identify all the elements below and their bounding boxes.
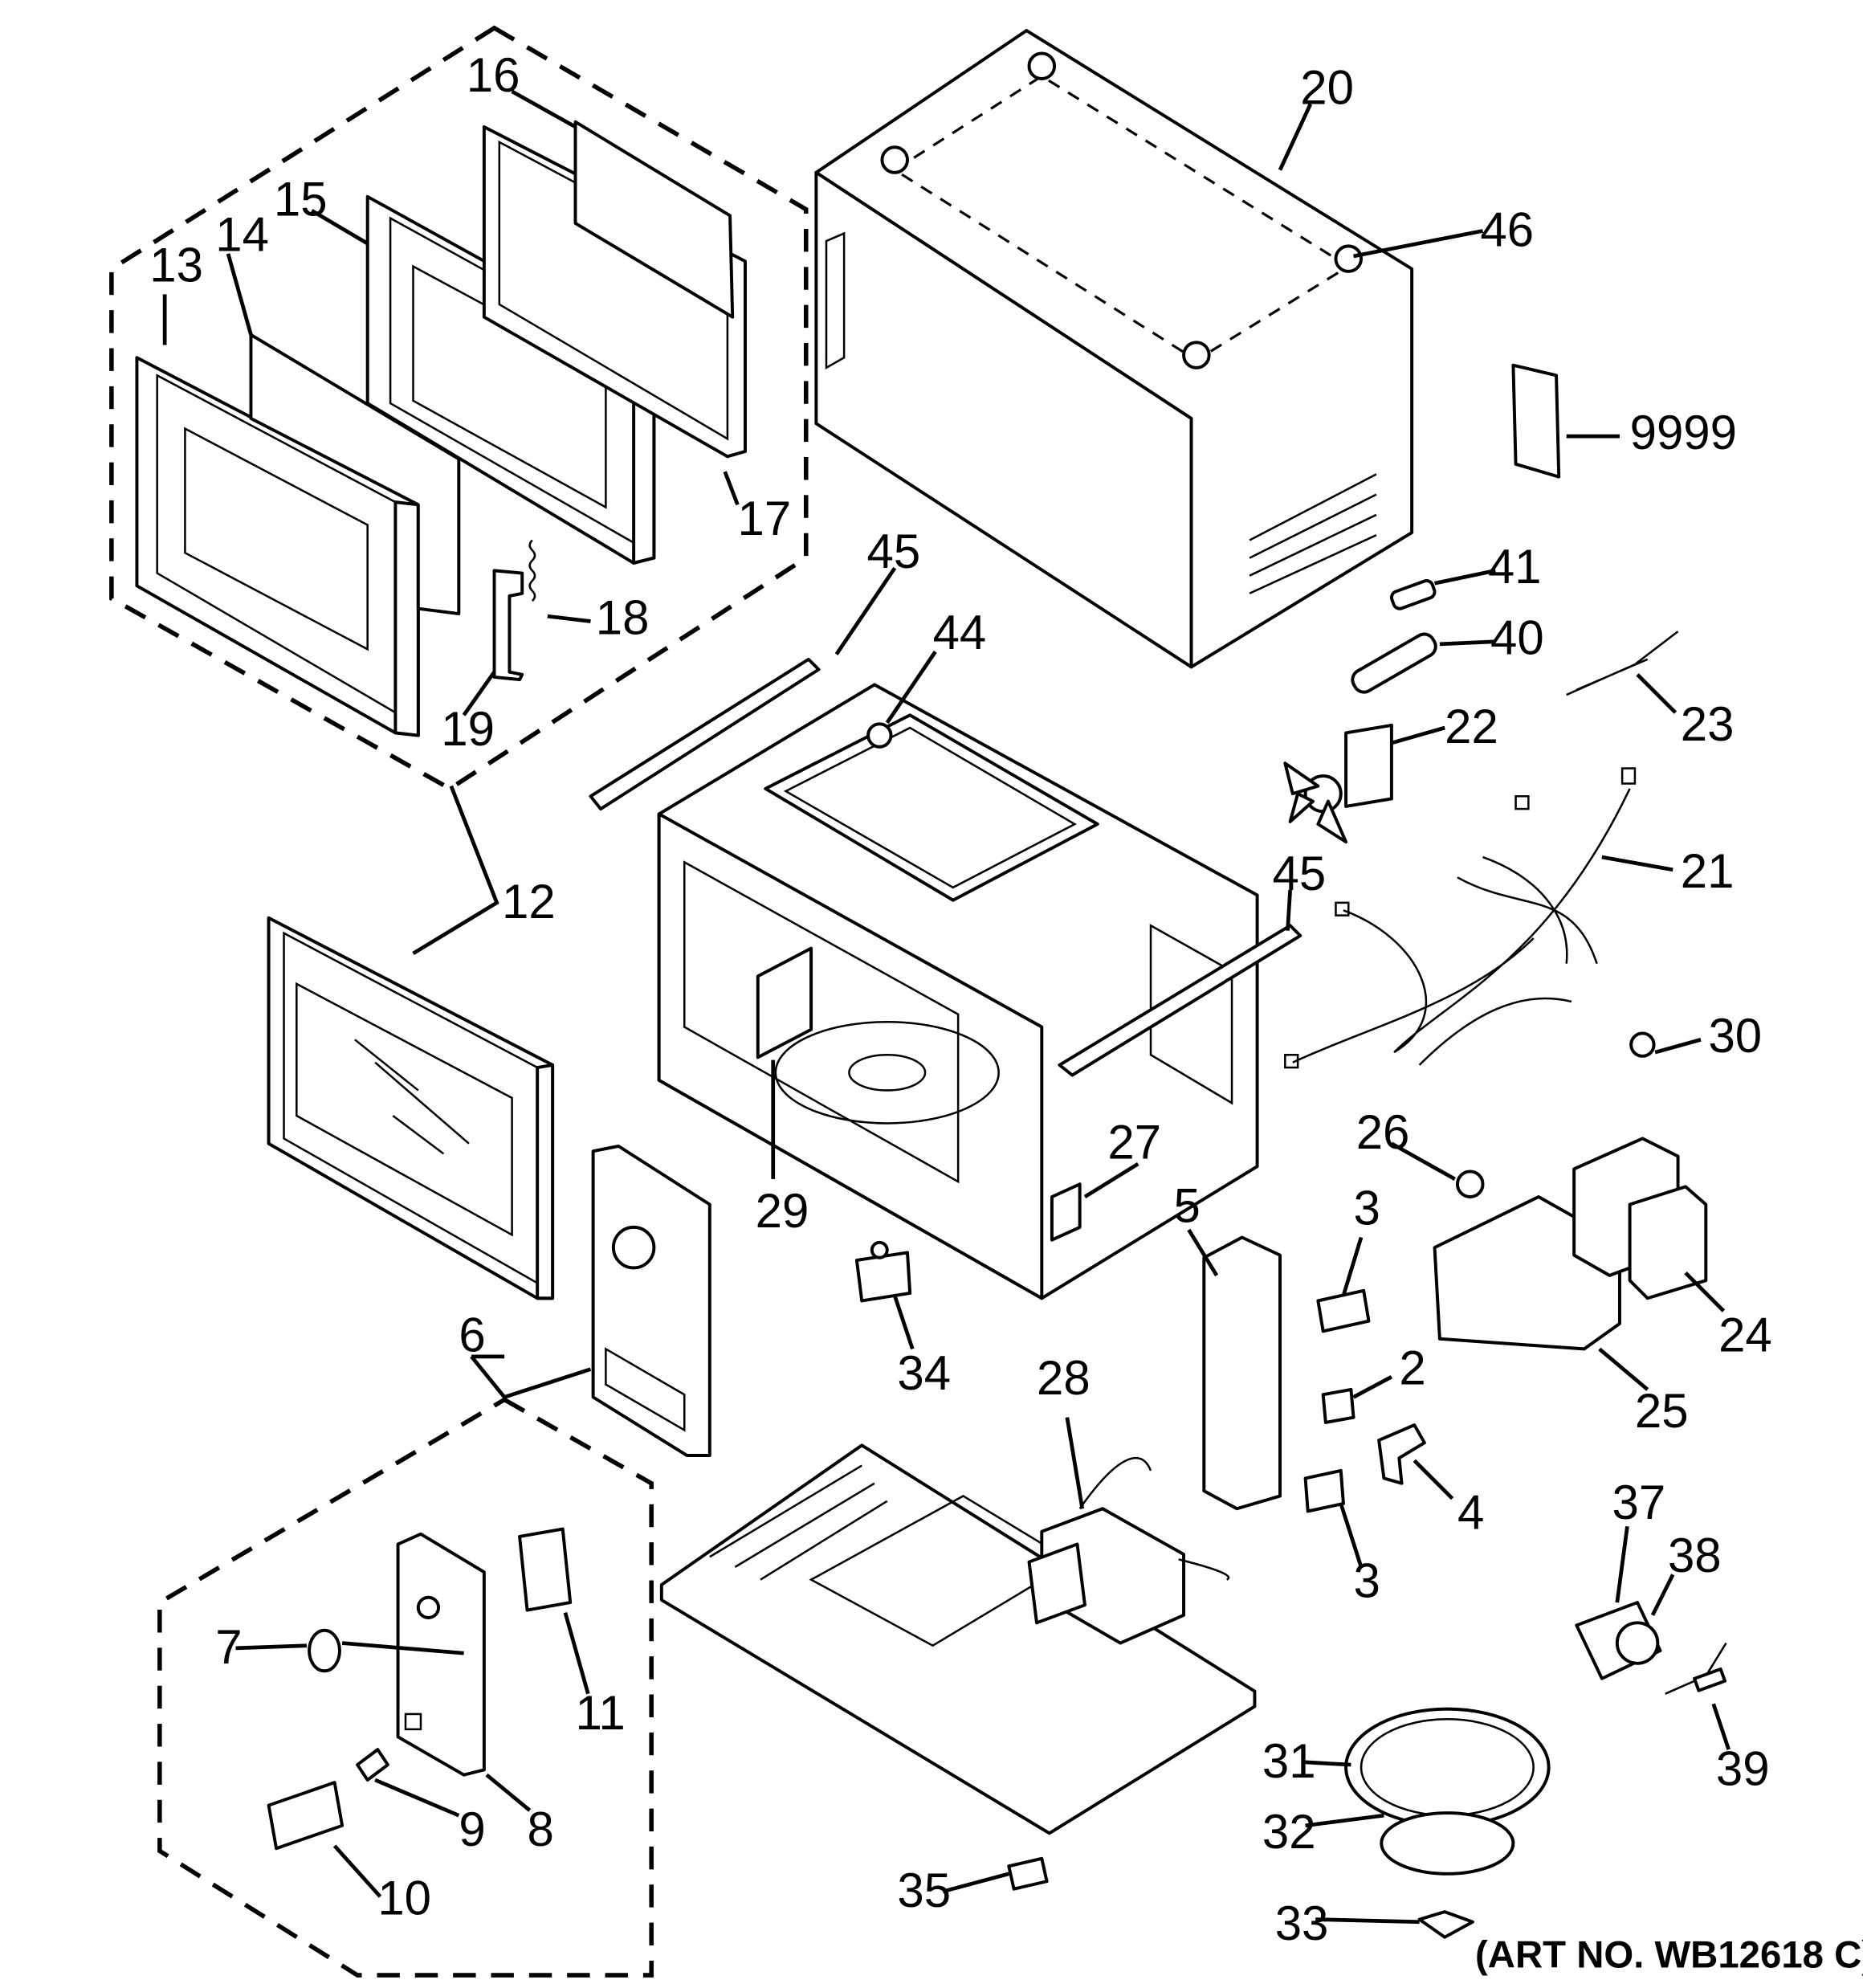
callout-19: 19 <box>441 702 495 756</box>
callout-44: 44 <box>933 606 987 659</box>
roller-ring-32 <box>1380 1811 1515 1876</box>
control-panel-group-outline <box>157 1397 654 1978</box>
callout-17: 17 <box>738 492 792 545</box>
transformer-28 <box>1027 1456 1230 1645</box>
callout-4: 4 <box>1457 1486 1484 1540</box>
callout-30: 30 <box>1708 1009 1762 1063</box>
callout-2: 2 <box>1399 1341 1425 1395</box>
callout-27: 27 <box>1107 1116 1161 1170</box>
coupler-35 <box>1007 1856 1049 1891</box>
callout-10: 10 <box>377 1871 431 1925</box>
art-number: (ART NO. WB12618 C) <box>1475 1934 1863 1977</box>
callout-33: 33 <box>1275 1896 1329 1950</box>
button-10 <box>267 1781 344 1851</box>
timer-34 <box>854 1240 912 1303</box>
coupling-33 <box>1417 1910 1474 1939</box>
callout-31: 31 <box>1262 1734 1316 1788</box>
callout-45-right: 45 <box>1273 847 1327 900</box>
timer-11 <box>518 1527 573 1612</box>
control-panel-6 <box>591 1144 711 1457</box>
leader-lines <box>162 89 1731 1925</box>
callout-5: 5 <box>1173 1179 1200 1233</box>
callout-15: 15 <box>274 172 328 226</box>
callout-20: 20 <box>1300 61 1354 115</box>
window-sheet-16 <box>573 120 735 319</box>
thermal-cutout-30 <box>1629 1031 1656 1058</box>
callout-41: 41 <box>1488 540 1542 594</box>
cable-39 <box>1665 1642 1727 1695</box>
door-spring-18 <box>528 539 536 602</box>
callout-11: 11 <box>576 1686 626 1740</box>
callout-24: 24 <box>1718 1308 1772 1362</box>
callout-12: 12 <box>502 875 556 929</box>
thermostat-44 <box>866 722 893 749</box>
callout-21: 21 <box>1681 844 1735 898</box>
door-latch-19 <box>492 569 524 682</box>
callout-28: 28 <box>1037 1351 1090 1405</box>
thermal-cutout-26 <box>1455 1170 1485 1198</box>
callout-9999: 9999 <box>1630 406 1737 459</box>
rail-45-top <box>589 657 821 811</box>
callouts: 16 15 14 13 17 18 19 12 20 46 9999 41 40… <box>149 48 1772 1950</box>
literature-9999 <box>1511 363 1561 479</box>
door-assembly-group-outline <box>109 25 809 792</box>
callout-3-lower: 3 <box>1354 1554 1380 1608</box>
bracket-29 <box>756 946 813 1059</box>
door-complete-12 <box>267 916 555 1300</box>
callout-26: 26 <box>1356 1105 1410 1159</box>
callout-38: 38 <box>1668 1529 1722 1582</box>
motor-38 <box>1615 1621 1660 1665</box>
door-frame-13 <box>135 356 420 737</box>
callout-18: 18 <box>596 590 650 644</box>
fan-motor-22 <box>1283 723 1393 844</box>
spring-9 <box>356 1748 389 1782</box>
callout-35: 35 <box>897 1863 951 1917</box>
fuse-41 <box>1389 579 1437 610</box>
callout-45-top: 45 <box>867 525 921 578</box>
base-plate <box>659 1443 1257 1835</box>
callout-25: 25 <box>1635 1384 1689 1438</box>
callout-37: 37 <box>1612 1476 1666 1529</box>
switch-2 <box>1321 1387 1355 1424</box>
switch-3-lower <box>1303 1468 1345 1513</box>
callout-46: 46 <box>1480 202 1534 256</box>
callout-3-upper: 3 <box>1354 1182 1380 1235</box>
fuse-40 <box>1351 632 1437 694</box>
callout-6: 6 <box>459 1308 485 1362</box>
oven-cavity <box>657 683 1259 1300</box>
latch-bracket-5 <box>1202 1235 1282 1511</box>
callout-7: 7 <box>215 1620 242 1674</box>
callout-8: 8 <box>528 1802 554 1856</box>
magnetron-24 <box>1572 1137 1708 1300</box>
callout-16: 16 <box>467 48 520 102</box>
callout-22: 22 <box>1445 700 1498 753</box>
callout-9: 9 <box>459 1802 485 1856</box>
callout-39: 39 <box>1716 1741 1770 1795</box>
control-knob-7 <box>308 1628 341 1673</box>
lever-4 <box>1377 1423 1426 1485</box>
callout-14: 14 <box>215 208 269 262</box>
panel-frame-8 <box>396 1532 486 1777</box>
switch-3-upper <box>1316 1288 1371 1333</box>
callout-40: 40 <box>1490 611 1544 665</box>
callout-23: 23 <box>1681 697 1735 751</box>
outer-case-20 <box>814 29 1414 669</box>
callout-29: 29 <box>756 1184 809 1238</box>
callout-34: 34 <box>897 1346 951 1400</box>
bracket-27 <box>1050 1182 1082 1242</box>
power-cord-23 <box>1566 631 1679 696</box>
callout-32: 32 <box>1262 1805 1316 1859</box>
turntable-tray-31 <box>1344 1707 1551 1827</box>
wire-harness-21 <box>1284 767 1637 1069</box>
rail-45-right <box>1058 924 1302 1077</box>
callout-13: 13 <box>149 239 203 292</box>
